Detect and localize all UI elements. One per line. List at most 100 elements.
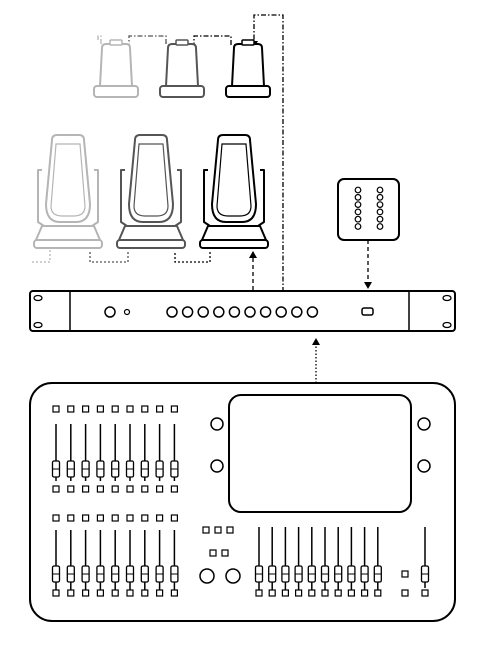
console-key <box>141 485 149 493</box>
console-key <box>170 485 178 493</box>
dmx-interface <box>29 290 456 332</box>
cable-interface-to-fixture-chain <box>250 14 284 292</box>
console-key <box>52 589 60 597</box>
console-key <box>141 405 149 413</box>
moving-head-yoke-right <box>174 169 182 227</box>
console-key <box>170 405 178 413</box>
console-key <box>202 526 210 534</box>
console-key <box>52 405 60 413</box>
console-key <box>401 589 409 597</box>
par-fixture-base <box>225 85 271 98</box>
moving-head-inner <box>50 143 86 217</box>
wall-panel-button <box>354 208 362 216</box>
console-key <box>334 589 342 597</box>
cable-small-fixture-2-1 <box>128 35 167 44</box>
interface-front-button <box>291 306 303 318</box>
rack-screw-hole <box>33 294 43 302</box>
wall-panel-button <box>376 201 384 209</box>
console-touchscreen <box>228 394 412 513</box>
moving-head-fixture-icon <box>116 134 186 249</box>
console-key <box>96 589 105 597</box>
console-key <box>126 485 134 493</box>
console-key <box>67 405 75 413</box>
console-key <box>111 405 119 413</box>
interface-front-button <box>197 306 209 318</box>
connection-cables <box>30 14 372 383</box>
small-fixture-group <box>93 39 271 98</box>
rack-screw-hole <box>33 321 43 329</box>
console-key <box>96 485 105 493</box>
moving-head-body <box>45 134 91 223</box>
console-key <box>170 514 178 522</box>
interface-front-button <box>213 306 225 318</box>
console-key <box>361 589 369 597</box>
moving-head-body <box>211 134 257 223</box>
wall-panel-button <box>354 223 362 230</box>
interface-front-button <box>306 306 319 318</box>
console-key <box>156 589 164 597</box>
console-key <box>156 514 164 522</box>
par-fixture-connector <box>241 39 255 46</box>
console-key <box>111 485 119 493</box>
par-fixture-connector <box>109 39 123 46</box>
par-fixture-icon <box>159 39 205 98</box>
console-key <box>281 589 289 597</box>
console-key <box>67 514 75 522</box>
console-key <box>141 514 149 522</box>
console-screen-button <box>210 459 224 473</box>
moving-head-foot <box>33 239 103 249</box>
usb-port <box>361 307 374 316</box>
power-button <box>104 306 116 318</box>
rack-screw-hole <box>442 321 452 329</box>
moving-head-yoke-left <box>37 169 45 227</box>
wall-panel-button <box>376 215 384 223</box>
console-key <box>156 405 164 413</box>
console-key <box>52 485 60 493</box>
console-key <box>96 405 105 413</box>
console-key <box>111 514 119 522</box>
console-key <box>67 589 75 597</box>
moving-head-fixture-icon <box>199 134 269 249</box>
console-key <box>141 589 149 597</box>
console-key <box>81 514 90 522</box>
console-key <box>111 589 119 597</box>
cable-moving-head-1-tail <box>30 250 51 263</box>
console-key <box>255 589 263 597</box>
console-key <box>374 589 382 597</box>
par-fixture-base <box>93 85 139 98</box>
moving-head-yoke-right <box>91 169 99 227</box>
console-key <box>126 589 134 597</box>
cable-moving-head-3-2 <box>174 252 211 263</box>
interface-front-button <box>259 306 272 318</box>
cable-small-fixture-1-tail <box>97 35 102 44</box>
wall-panel-button <box>354 215 362 223</box>
power-led <box>123 308 131 316</box>
wall-panel-button <box>376 186 384 194</box>
console-key <box>81 589 90 597</box>
console-key <box>214 526 222 534</box>
wall-panel-button <box>376 223 384 230</box>
console-key <box>221 549 229 557</box>
interface-front-button <box>166 306 178 318</box>
cable-small-fixture-3-2 <box>193 35 232 45</box>
interface-front-button <box>228 306 241 318</box>
console-key <box>67 485 75 493</box>
console-screen-button <box>417 459 431 473</box>
par-fixture-body <box>231 43 265 87</box>
wall-panel-button <box>354 186 362 194</box>
console-key <box>52 514 60 522</box>
console-key <box>295 589 303 597</box>
console-screen-button <box>210 417 224 431</box>
interface-front-button <box>275 306 287 318</box>
moving-head-foot <box>116 239 186 249</box>
console-key <box>126 405 134 413</box>
console-key <box>96 514 105 522</box>
rack-screw-hole <box>442 294 452 302</box>
console-key <box>209 549 217 557</box>
wall-panel <box>337 178 400 241</box>
console-key <box>81 405 90 413</box>
moving-head-yoke-right <box>257 169 265 227</box>
par-fixture-connector <box>175 39 189 46</box>
par-fixture-body <box>165 43 199 87</box>
